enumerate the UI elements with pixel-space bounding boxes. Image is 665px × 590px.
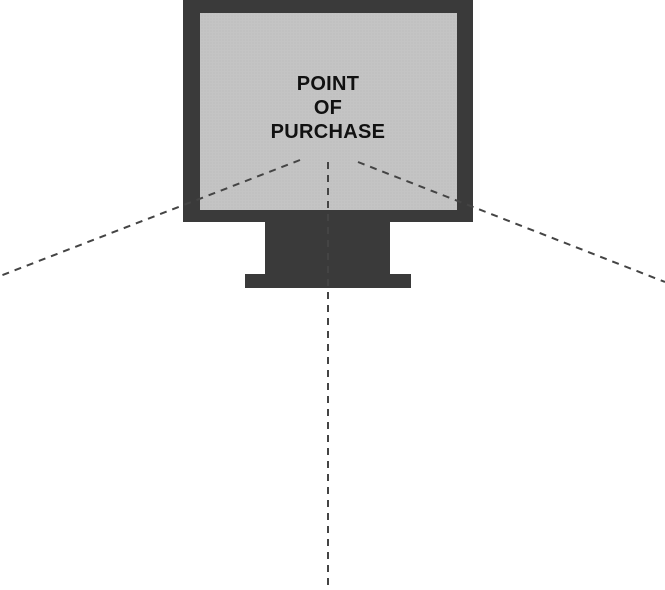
sightline-right <box>357 161 665 283</box>
sightlines <box>0 159 665 590</box>
label-line-2: OF <box>313 97 343 119</box>
label-line-1: POINT <box>296 73 360 95</box>
label-line-3: PURCHASE <box>270 121 386 143</box>
point-of-purchase-label: POINT OF PURCHASE <box>200 72 456 144</box>
monitor-icon <box>183 0 473 222</box>
sightline-left <box>0 159 301 277</box>
